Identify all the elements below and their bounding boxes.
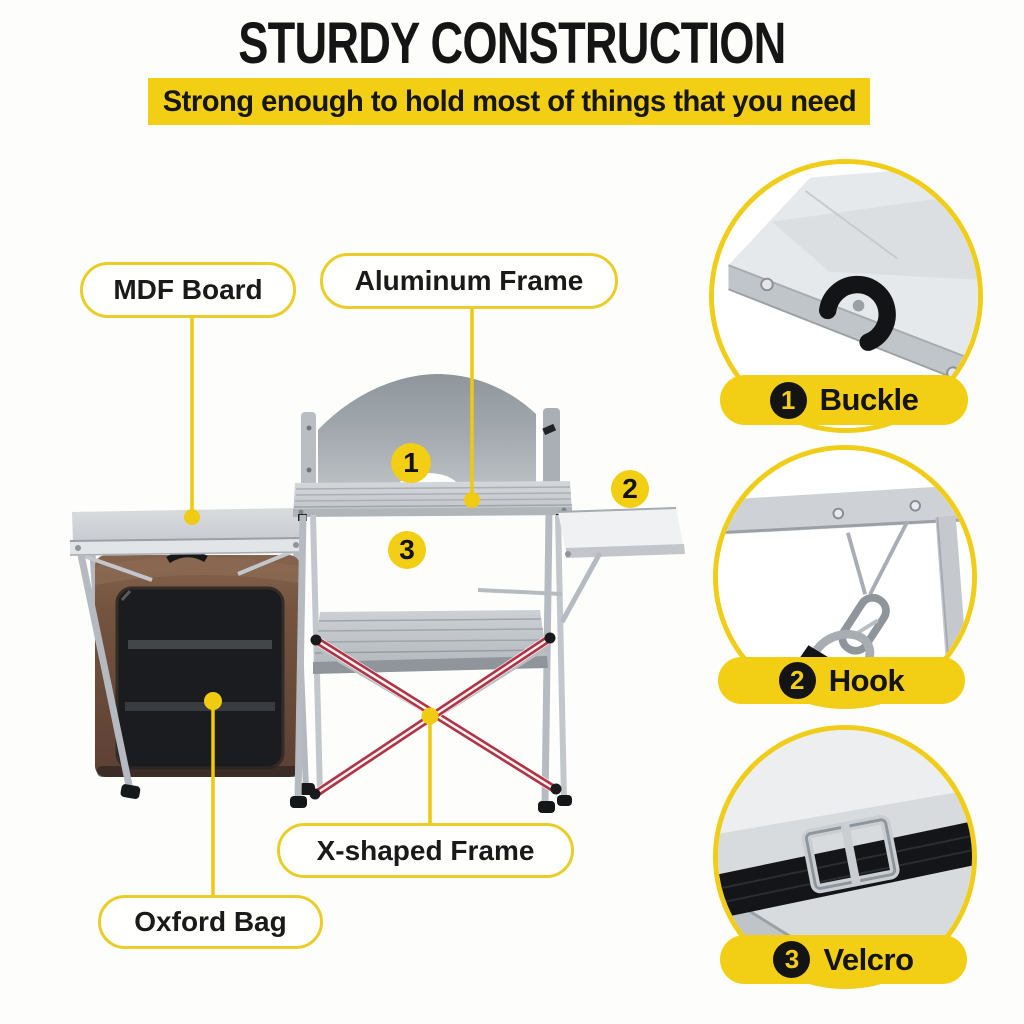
marker-1: 1	[391, 443, 431, 483]
callout-x-shaped-frame-label: X-shaped Frame	[316, 834, 535, 866]
inset-1-number-badge: 1	[769, 381, 807, 419]
inset-3-label: Velcro	[823, 941, 914, 977]
aluminum-tabletop	[293, 481, 573, 522]
callout-mdf-board: MDF Board	[80, 262, 296, 318]
leader-dots	[184, 492, 480, 725]
page-title: STURDY CONSTRUCTION	[0, 10, 1024, 77]
marker-3: 3	[388, 531, 426, 569]
callout-oxford-bag: Oxford Bag	[98, 895, 323, 949]
side-table	[557, 507, 685, 624]
inset-2-label: Hook	[828, 662, 905, 698]
callout-aluminum-frame: Aluminum Frame	[320, 253, 618, 309]
oxford-bag-illustration	[95, 550, 300, 777]
inset-2-number: 2	[790, 665, 805, 695]
marker-3-number: 3	[399, 534, 415, 565]
left-table-unit	[69, 508, 315, 799]
lower-shelf	[313, 610, 548, 674]
marker-2: 2	[611, 470, 649, 508]
callout-mdf-board-label: MDF Board	[113, 274, 263, 305]
mdf-board-top	[69, 508, 304, 556]
page-title-text: STURDY CONSTRUCTION	[238, 11, 786, 76]
inset-1-number: 1	[780, 384, 796, 415]
marker-2-number: 2	[622, 473, 638, 504]
callout-x-shaped-frame: X-shaped Frame	[277, 823, 574, 878]
inset-1-label: Buckle	[819, 382, 919, 417]
leader-lines	[190, 303, 474, 895]
inset-label-buckle: 1 Buckle	[720, 375, 968, 425]
callout-aluminum-frame-label: Aluminum Frame	[354, 265, 584, 296]
subtitle-banner: Strong enough to hold most of things tha…	[148, 78, 870, 125]
slide-buckle-shape	[801, 815, 900, 894]
inset-label-hook: 2 Hook	[718, 657, 965, 704]
subtitle-text: Strong enough to hold most of things tha…	[162, 84, 856, 118]
velcro-strap-shape	[718, 821, 972, 919]
buckle-clip-shape	[819, 275, 896, 351]
inset-3-number: 3	[784, 944, 800, 974]
callout-oxford-bag-label: Oxford Bag	[134, 906, 287, 937]
inset-label-velcro: 3 Velcro	[720, 935, 967, 984]
inset-2-number-badge: 2	[778, 662, 816, 699]
marker-1-number: 1	[403, 447, 419, 478]
inset-3-number-badge: 3	[773, 941, 811, 978]
